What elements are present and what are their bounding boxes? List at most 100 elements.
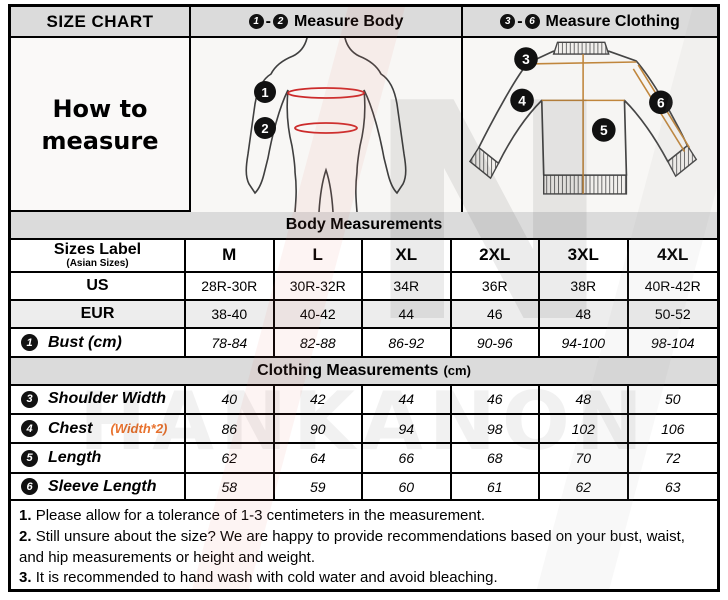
clothing-marker-range: 3 - 6 (500, 12, 540, 31)
chest-value: 106 (661, 420, 685, 437)
asian-sizes-sublabel: (Asian Sizes) (66, 257, 129, 269)
eur-value: 40-42 (275, 301, 363, 327)
sleeve-value: 62 (540, 473, 629, 500)
us-value: 34R (363, 273, 452, 300)
body-marker-2: 2 (254, 117, 276, 140)
bust-value: 90-96 (452, 328, 540, 357)
chest-value: 94 (363, 415, 452, 443)
us-value: 28R-30R (186, 273, 275, 300)
sizes-header-row: Sizes Label (Asian Sizes) M L XL 2XL 3XL… (11, 239, 717, 274)
clothing-measurements-title: Clothing Measurements (257, 361, 439, 379)
col-header-4xl: 4XL (657, 245, 689, 265)
body-marker-1: 1 (254, 81, 276, 104)
sizes-label-cell: Sizes Label (Asian Sizes) (11, 239, 186, 272)
body-figure-illustration: 1 2 (191, 38, 463, 213)
sleeve-value: 63 (664, 478, 681, 495)
svg-text:5: 5 (600, 123, 608, 138)
length-value: 66 (363, 444, 452, 472)
body-measurements-bar: Body Measurements (11, 212, 717, 240)
table-row-us: US 28R-30R 30R-32R 34R 36R 38R 40R-42R (11, 273, 717, 302)
svg-text:3: 3 (522, 52, 530, 67)
sleeve-value: 61 (452, 473, 540, 500)
length-value: 68 (452, 444, 540, 472)
eur-value: 38-40 (186, 301, 275, 327)
range-dash: - (517, 12, 523, 30)
col-header-xl: XL (363, 239, 452, 272)
us-row-label: US (11, 273, 186, 300)
eur-value: 46 (452, 301, 540, 327)
table-row-shoulder-width: 3 Shoulder Width 40 42 44 46 48 50 (11, 385, 717, 416)
chest-value: 86 (186, 415, 275, 443)
chest-width-note: (Width*2) (110, 421, 168, 437)
how-to-measure-title: How to measure (11, 38, 191, 213)
body-measurements-title: Body Measurements (285, 216, 443, 234)
note-1-text: Please allow for a tolerance of 1-3 cent… (35, 507, 486, 525)
svg-text:6: 6 (657, 96, 665, 111)
table-row-length: 5 Length 62 64 66 68 70 72 (11, 444, 717, 474)
sleeve-row-label-cell: 6 Sleeve Length (11, 473, 186, 500)
bust-value: 82-88 (275, 328, 363, 357)
col-header-2xl: 2XL (452, 239, 540, 272)
circled-5-icon: 5 (21, 449, 38, 467)
chest-row-label-cell: 4 Chest (Width*2) (11, 415, 186, 443)
note-1: 1. Please allow for a tolerance of 1-3 c… (19, 506, 709, 527)
table-row-bust: 1 Bust (cm) 78-84 82-88 86-92 90-96 94-1… (11, 328, 717, 359)
shoulder-value: 50 (664, 391, 681, 408)
circled-6-icon: 6 (21, 478, 38, 496)
note-2-text: Still unsure about the size? We are happ… (19, 527, 685, 566)
sleeve-value: 58 (186, 473, 275, 500)
length-value: 70 (540, 444, 629, 472)
bust-value: 98-104 (650, 334, 695, 351)
chest-value: 98 (452, 415, 540, 443)
bust-value: 86-92 (363, 328, 452, 357)
length-value: 64 (275, 444, 363, 472)
shoulder-row-label: Shoulder Width (48, 390, 167, 408)
shoulder-value: 46 (452, 385, 540, 414)
sizes-label: Sizes Label (53, 240, 142, 258)
sleeve-value: 59 (275, 473, 363, 500)
svg-text:1: 1 (261, 85, 268, 100)
bust-row-label-cell: 1 Bust (cm) (11, 328, 186, 357)
shoulder-value: 44 (363, 385, 452, 414)
chest-value: 90 (275, 415, 363, 443)
clothing-measurements-bar: Clothing Measurements (cm) (11, 358, 717, 386)
us-value: 38R (540, 273, 629, 300)
chest-row-label: Chest (48, 419, 93, 437)
circled-1-icon: 1 (248, 14, 264, 30)
clothing-marker-6: 6 (649, 90, 673, 115)
note-3-number: 3. (19, 569, 32, 587)
notes-section: 1. Please allow for a tolerance of 1-3 c… (11, 501, 717, 589)
length-row-label: Length (48, 449, 102, 467)
measure-body-header: 1 - 2 Measure Body (191, 7, 463, 37)
measure-clothing-label: Measure Clothing (545, 12, 680, 30)
clothing-marker-4: 4 (510, 88, 534, 113)
eur-row-label: EUR (11, 301, 186, 327)
note-3-text: It is recommended to hand wash with cold… (35, 569, 498, 587)
us-value: 30R-32R (275, 273, 363, 300)
range-dash: - (265, 12, 271, 30)
eur-value: 48 (540, 301, 629, 327)
circled-3-icon: 3 (500, 14, 516, 30)
size-chart-title: SIZE CHART (11, 7, 191, 37)
col-header-3xl: 3XL (540, 239, 629, 272)
svg-text:4: 4 (518, 94, 526, 109)
length-row-label-cell: 5 Length (11, 444, 186, 472)
body-marker-range: 1 - 2 (248, 12, 288, 31)
svg-text:2: 2 (261, 121, 268, 136)
bust-row-label: Bust (cm) (48, 333, 122, 351)
sleeve-row-label: Sleeve Length (48, 477, 157, 495)
col-header-m: M (186, 239, 275, 272)
bust-value: 78-84 (186, 328, 275, 357)
length-value: 62 (186, 444, 275, 472)
note-2-number: 2. (19, 527, 32, 545)
bust-value: 94-100 (540, 328, 629, 357)
eur-value: 44 (363, 301, 452, 327)
circled-1-icon: 1 (21, 334, 38, 352)
table-row-sleeve-length: 6 Sleeve Length 58 59 60 61 62 63 (11, 473, 717, 502)
top-header-row: SIZE CHART 1 - 2 Measure Body 3 - 6 Meas… (11, 7, 717, 39)
shoulder-row-label-cell: 3 Shoulder Width (11, 385, 186, 414)
measure-clothing-header: 3 - 6 Measure Clothing (463, 7, 717, 36)
length-value: 72 (664, 450, 681, 467)
clothing-marker-3: 3 (514, 47, 538, 72)
